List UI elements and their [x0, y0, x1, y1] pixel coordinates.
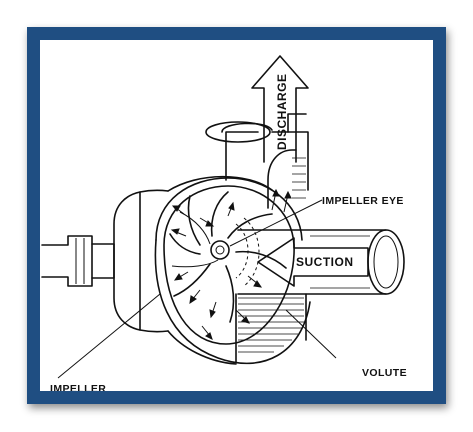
volute-section	[236, 294, 306, 362]
discharge-arrow: DISCHARGE	[252, 56, 308, 162]
impeller-vanes	[170, 192, 286, 322]
pump-back-plate	[114, 190, 168, 331]
suction-label: SUCTION	[296, 255, 354, 269]
discharge-pipe	[206, 114, 308, 208]
diagram-canvas: DISCHARGE	[40, 40, 433, 391]
pump-shaft	[42, 236, 114, 286]
suction-arrow: SUCTION	[258, 238, 368, 286]
volute-label: VOLUTE	[362, 367, 407, 379]
impeller-label: IMPELLER	[50, 383, 106, 391]
impeller-eye-label: IMPELLER EYE	[322, 195, 404, 207]
diagram-frame: DISCHARGE	[27, 27, 446, 404]
leader-lines	[58, 200, 336, 378]
centrifugal-pump-diagram: DISCHARGE	[40, 40, 433, 391]
discharge-label: DISCHARGE	[275, 73, 289, 150]
